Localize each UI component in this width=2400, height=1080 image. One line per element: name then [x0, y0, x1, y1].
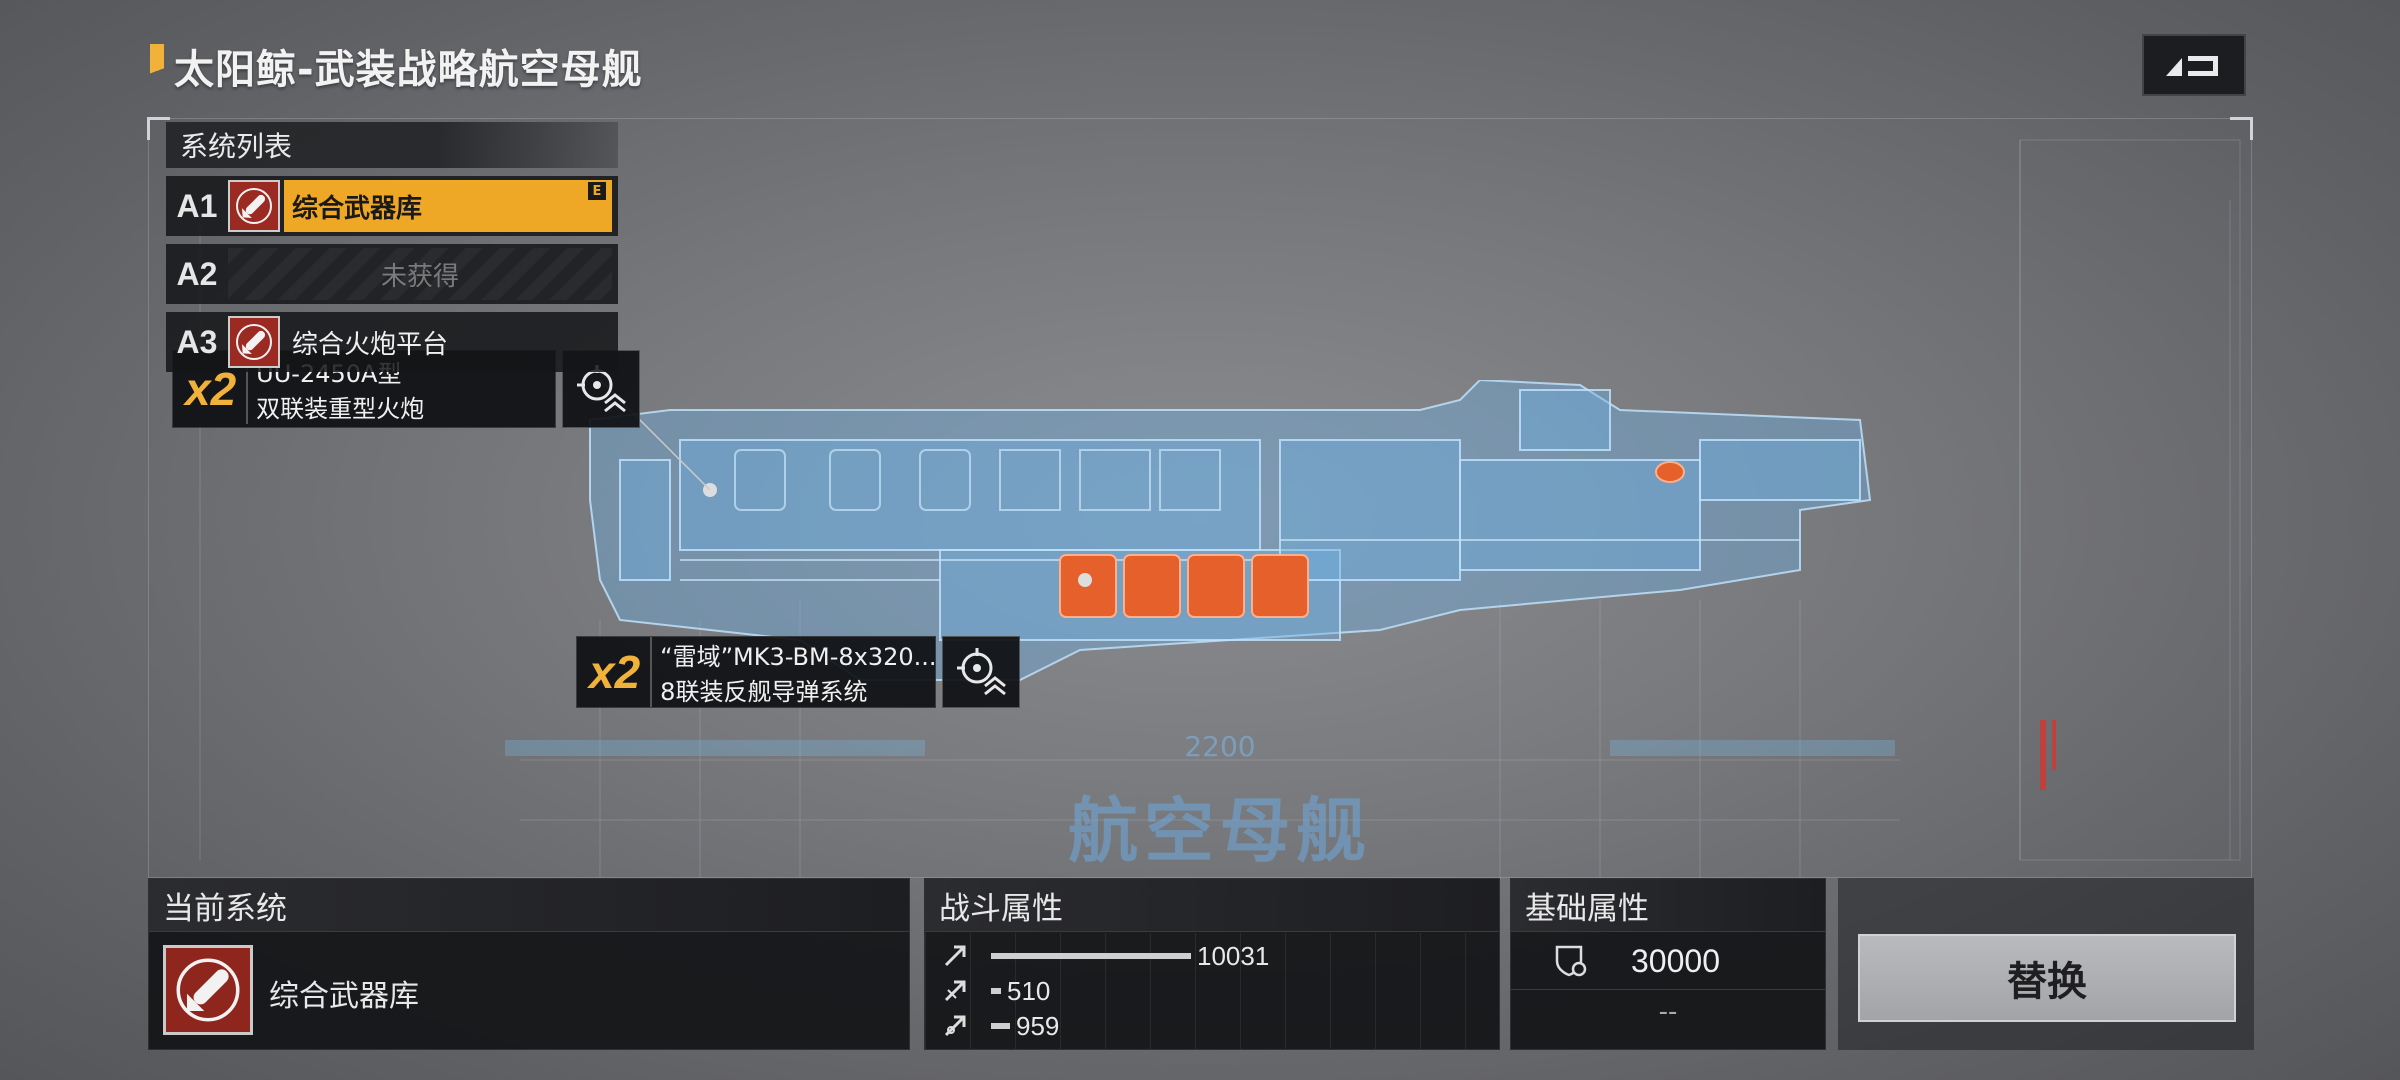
base-hp-value: 30000 — [1631, 942, 1720, 979]
replace-button[interactable]: 替换 — [1858, 934, 2236, 1022]
stat-grid — [925, 933, 1499, 1049]
back-button[interactable] — [2142, 34, 2246, 96]
combat-stats-title: 战斗属性 — [925, 879, 1499, 932]
stat-row-attack: 10031 — [939, 939, 1269, 973]
back-arrow-icon — [2166, 56, 2218, 76]
base-stats-title: 基础属性 — [1511, 879, 1825, 932]
weapon-text: “雷域”MK3-BM-8x320... 8联装反舰导弹系统 — [650, 637, 946, 707]
slot-label: 未获得 — [228, 248, 612, 300]
stat-row-anti-air: 510 — [939, 974, 1050, 1008]
weapon-count: x2 — [589, 646, 641, 698]
base-stats-panel: 基础属性 30000 -- — [1510, 878, 1826, 1050]
weapon-desc: 双联装重型火炮 — [256, 395, 425, 423]
ship-hologram — [589, 380, 1872, 681]
frame-corner — [147, 117, 170, 140]
current-system-name: 综合武器库 — [269, 979, 419, 1014]
attack-icon — [939, 941, 971, 971]
stat-value: 510 — [1007, 975, 1051, 1006]
missile-icon — [228, 180, 280, 232]
siege-icon — [939, 1011, 971, 1041]
current-system-panel: 当前系统 综合武器库 — [148, 878, 910, 1050]
base-stat-hp: 30000 — [1511, 933, 1825, 990]
system-slot-a3[interactable]: A3 综合火炮平台 — [166, 312, 618, 372]
replace-area: 替换 — [1838, 878, 2254, 1050]
base-stat-secondary: -- — [1658, 997, 1678, 1027]
missile-icon — [163, 945, 253, 1035]
stat-bar — [991, 953, 1191, 959]
slot-label: 综合武器库 — [284, 180, 612, 232]
stat-bar — [991, 1023, 1010, 1029]
hologram-ship-class: 航空母舰 — [1068, 790, 1372, 872]
missile-icon — [228, 316, 280, 368]
slot-code: A2 — [176, 255, 218, 292]
combat-stats-panel: 战斗属性 10031 510 959 — [924, 878, 1500, 1050]
system-list-panel: 系统列表 A1 综合武器库 E A2 未获得 A3 综合火炮平台 — [166, 122, 618, 372]
frame-corner — [2230, 117, 2253, 140]
system-slot-a1[interactable]: A1 综合武器库 E — [166, 176, 618, 236]
slot-code: A3 — [176, 323, 218, 360]
system-list-title: 系统列表 — [166, 122, 618, 168]
weapon-name: “雷域”MK3-BM-8x320... — [660, 643, 937, 671]
stat-value: 959 — [1016, 1010, 1060, 1041]
title-bar: 太阳鲸-武装战略航空母舰 — [150, 38, 643, 94]
weapon-desc: 8联装反舰导弹系统 — [660, 678, 868, 706]
equipped-badge: E — [588, 182, 606, 200]
weapon-callout-box: x2 “雷域”MK3-BM-8x320... 8联装反舰导弹系统 — [576, 636, 937, 708]
anti-air-icon — [939, 976, 971, 1006]
hologram-number: 2200 — [1184, 730, 1256, 763]
stat-value: 10031 — [1197, 940, 1270, 971]
slot-code: A1 — [176, 187, 218, 224]
system-slot-a2[interactable]: A2 未获得 — [166, 244, 618, 304]
target-locate-button[interactable] — [942, 636, 1020, 708]
weapon-callout-missile[interactable]: x2 “雷域”MK3-BM-8x320... 8联装反舰导弹系统 — [576, 636, 1020, 708]
stat-bar — [991, 988, 1001, 994]
crosshair-upgrade-icon — [957, 648, 1006, 696]
stat-row-siege: 959 — [939, 1009, 1059, 1043]
current-system-title: 当前系统 — [149, 879, 909, 932]
hologram-frame — [147, 117, 2253, 878]
shield-gear-icon — [1555, 945, 1587, 977]
slot-label: 综合火炮平台 — [292, 329, 449, 360]
title-accent-mark — [150, 44, 164, 88]
page-title: 太阳鲸-武装战略航空母舰 — [174, 47, 643, 93]
